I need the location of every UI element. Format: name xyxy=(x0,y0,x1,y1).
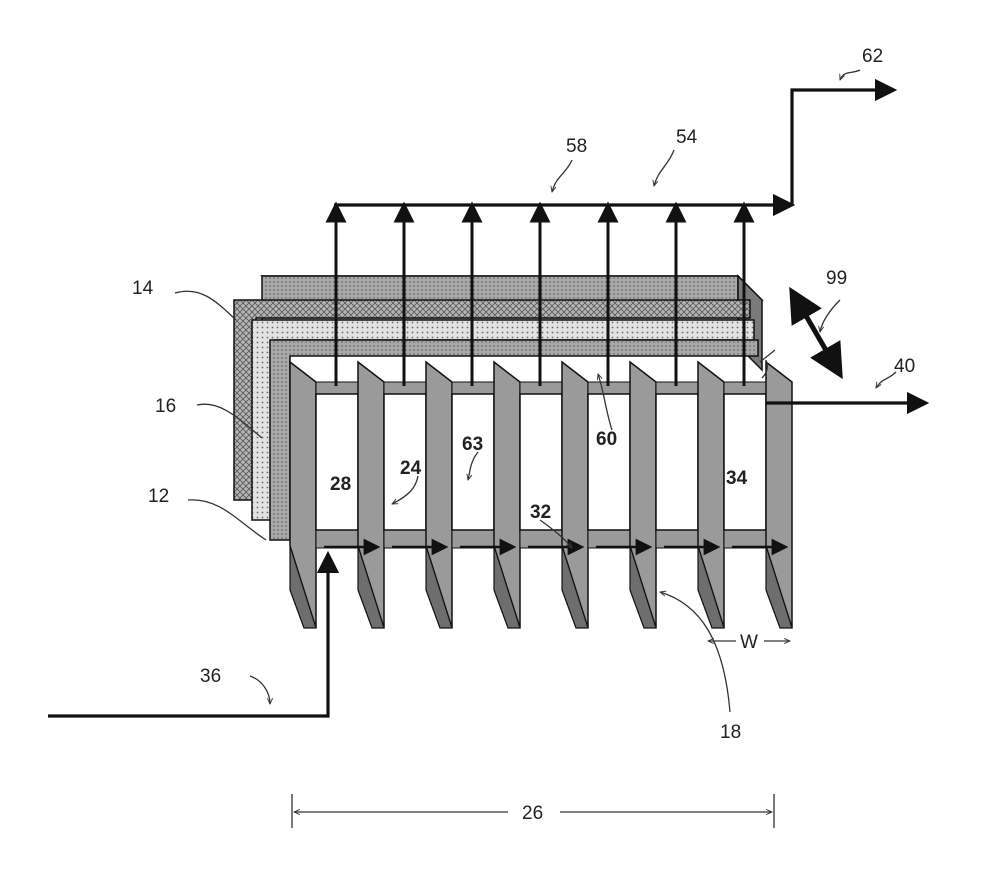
double-arrow-99 xyxy=(798,302,834,364)
label-40: 40 xyxy=(894,356,915,377)
inlet-line-36 xyxy=(48,562,328,716)
cell-bottom-strip xyxy=(452,530,494,548)
label-14: 14 xyxy=(132,278,154,299)
label-26: 26 xyxy=(522,803,543,824)
cell-window xyxy=(656,394,698,530)
cell-window xyxy=(588,394,630,530)
label-16: 16 xyxy=(155,396,176,417)
cell-bottom-strip xyxy=(588,530,630,548)
label-58: 58 xyxy=(566,136,587,157)
label-60: 60 xyxy=(596,429,617,450)
label-36: 36 xyxy=(200,666,221,687)
label-34: 34 xyxy=(726,468,748,489)
cell-bottom-strip xyxy=(316,530,358,548)
label-12: 12 xyxy=(148,486,169,507)
manifold-line xyxy=(334,90,886,205)
cell-bottom-strip xyxy=(724,530,766,548)
label-32: 32 xyxy=(530,502,551,523)
label-28: 28 xyxy=(330,474,351,495)
cell-window xyxy=(316,394,358,530)
label-18: 18 xyxy=(720,722,741,743)
label-63: 63 xyxy=(462,434,483,455)
cell-window xyxy=(724,394,766,530)
label-99: 99 xyxy=(826,268,847,289)
label-24: 24 xyxy=(400,458,422,479)
label-w: W xyxy=(740,632,758,653)
cell-bottom-strip xyxy=(384,530,426,548)
label-62: 62 xyxy=(862,46,883,67)
cell-bottom-strip xyxy=(656,530,698,548)
label-54: 54 xyxy=(676,127,698,148)
cell-fins xyxy=(290,362,792,628)
